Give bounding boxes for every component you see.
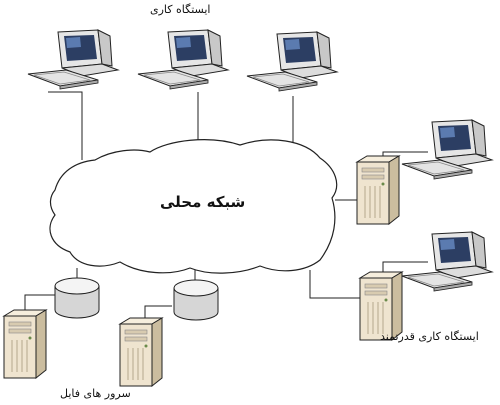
- workstation-3: [246, 31, 338, 92]
- disk-storage-icon: [173, 279, 219, 321]
- disk-storage-1: [54, 277, 100, 319]
- workstation-computer-icon: [137, 29, 229, 90]
- disk-storage-2: [173, 279, 219, 321]
- server-lan-right: [356, 155, 400, 225]
- tower-server-icon: [356, 155, 400, 225]
- workstation-4: [401, 119, 493, 180]
- tower-server-icon: [119, 317, 163, 387]
- link-ws1: [48, 91, 83, 160]
- file-servers-label: سرور های فایل: [60, 387, 131, 400]
- workstation-label: ایستگاه کاری: [150, 3, 211, 16]
- disk-storage-icon: [54, 277, 100, 319]
- powerful-workstation-label: ایستگاه کاری قدرتمند: [380, 330, 479, 343]
- link-disk1-fs1: [24, 294, 55, 310]
- link-lan-srv2: [309, 270, 360, 299]
- lan-cloud: [49, 139, 338, 274]
- lan-label: شبکه محلی: [160, 193, 246, 211]
- file-server-1: [3, 309, 47, 379]
- connection-lines: [24, 91, 428, 318]
- link-disk2-fs2: [144, 305, 172, 318]
- workstation-1: [27, 29, 119, 90]
- link-ws5: [382, 261, 428, 276]
- workstation-2: [137, 29, 229, 90]
- file-server-2: [119, 317, 163, 387]
- tower-server-icon: [3, 309, 47, 379]
- workstation-computer-icon: [27, 29, 119, 90]
- workstation-computer-icon: [246, 31, 338, 92]
- workstation-computer-icon: [401, 119, 493, 180]
